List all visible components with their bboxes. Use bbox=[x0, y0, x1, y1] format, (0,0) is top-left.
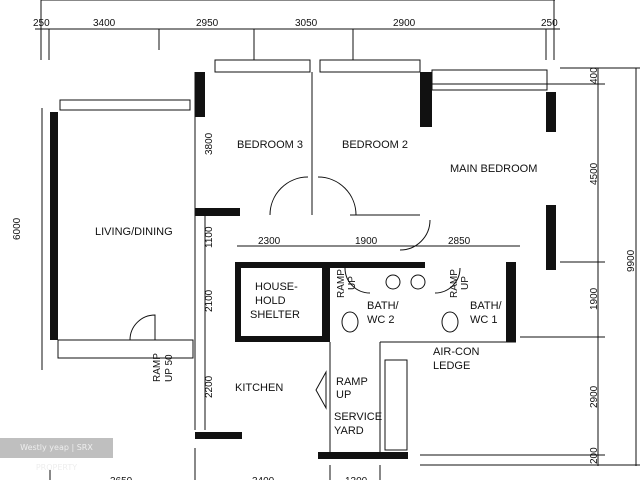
shelter-line-2: HOLD bbox=[255, 295, 286, 307]
aircon-line-1: AIR-CON bbox=[433, 346, 480, 358]
dim-right-3: 1900 bbox=[589, 287, 600, 310]
service-yard-line-2: YARD bbox=[334, 425, 364, 437]
room-main-bedroom: MAIN BEDROOM bbox=[450, 163, 537, 175]
bath1-line-1: BATH/ bbox=[470, 300, 503, 312]
dim-right-5: 200 bbox=[589, 447, 600, 464]
dim-bottom-1: 3650 bbox=[110, 476, 133, 480]
room-living-dining: LIVING/DINING bbox=[95, 226, 173, 238]
dim-left-1: 6000 bbox=[12, 217, 23, 240]
dim-left-4: 2100 bbox=[204, 289, 215, 312]
dimension-lines bbox=[35, 0, 640, 480]
bath2-line-1: BATH/ bbox=[367, 300, 400, 312]
dim-right-2: 4500 bbox=[589, 162, 600, 185]
ramp-bath1-line-2: UP bbox=[460, 276, 471, 290]
room-bedroom-2: BEDROOM 2 bbox=[342, 139, 408, 151]
ramp-bath1-line-1: RAMP bbox=[449, 269, 460, 298]
dim-left-2: 3800 bbox=[204, 132, 215, 155]
dim-top-3: 2950 bbox=[196, 18, 219, 29]
watermark: Westly yeap | SRX PROPERTY bbox=[0, 438, 113, 472]
shelter-line-3: SHELTER bbox=[250, 309, 300, 321]
dim-right-total: 9900 bbox=[626, 249, 637, 272]
ramp-living-line-2: UP 50 bbox=[164, 354, 175, 382]
ramp-yard-line-2: UP bbox=[336, 389, 351, 401]
dim-left-3: 1100 bbox=[204, 226, 215, 248]
ramp-living-line-1: RAMP bbox=[152, 353, 163, 382]
shelter-line-1: HOUSE- bbox=[255, 281, 298, 293]
room-bedroom-3: BEDROOM 3 bbox=[237, 139, 303, 151]
dim-bottom-3: 1300 bbox=[345, 476, 368, 480]
room-kitchen: KITCHEN bbox=[235, 382, 283, 394]
ramp-bath2-line-2: UP bbox=[347, 276, 358, 290]
dim-top-6: 250 bbox=[541, 18, 558, 29]
dim-interior-1: 2300 bbox=[258, 236, 281, 247]
dim-top-5: 2900 bbox=[393, 18, 416, 29]
bath1-line-2: WC 1 bbox=[470, 314, 498, 326]
walls bbox=[50, 72, 556, 459]
dim-bottom-2: 3400 bbox=[252, 476, 275, 480]
dim-top-2: 3400 bbox=[93, 18, 116, 29]
partitions-and-windows bbox=[57, 59, 548, 455]
dim-interior-3: 2850 bbox=[448, 236, 471, 247]
dim-right-4: 2900 bbox=[589, 385, 600, 408]
dim-top-4: 3050 bbox=[295, 18, 318, 29]
ramp-bath2-line-1: RAMP bbox=[336, 269, 347, 298]
ramp-yard-line-1: RAMP bbox=[336, 376, 368, 388]
bath2-line-2: WC 2 bbox=[367, 314, 395, 326]
dim-top-1: 250 bbox=[33, 18, 50, 29]
aircon-line-2: LEDGE bbox=[433, 360, 470, 372]
dim-interior-2: 1900 bbox=[355, 236, 378, 247]
dim-left-5: 2200 bbox=[204, 375, 215, 398]
service-yard-line-1: SERVICE bbox=[334, 411, 382, 423]
dim-right-1: 400 bbox=[589, 67, 600, 84]
